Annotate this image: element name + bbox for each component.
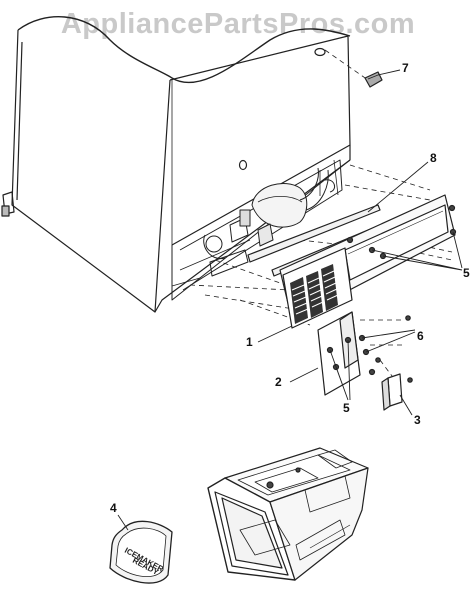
callout-4: 4 <box>110 501 117 515</box>
part-4-icemaker-badge <box>109 514 173 584</box>
callout-5-upper: 5 <box>463 266 470 280</box>
compressor-compartment <box>171 145 351 301</box>
callout-8: 8 <box>430 151 437 165</box>
part-7-grommet <box>364 69 401 88</box>
part-2-bracket <box>289 311 376 401</box>
callout-3: 3 <box>414 413 421 427</box>
callout-7: 7 <box>402 61 409 75</box>
part-6-screws <box>361 315 416 363</box>
icemaker-bin-assembly <box>207 447 369 581</box>
part-1-grille <box>257 247 353 343</box>
callout-labels: 7 8 5 1 6 2 5 3 4 <box>110 61 470 515</box>
watermark: AppliancePartsPros.com <box>60 8 416 40</box>
part-3-small-bracket <box>381 373 413 416</box>
callout-2: 2 <box>275 375 282 389</box>
refrigerator-cabinet <box>1 16 351 313</box>
callout-5-lower: 5 <box>343 401 350 415</box>
callout-6: 6 <box>417 329 424 343</box>
callout-1: 1 <box>246 335 253 349</box>
